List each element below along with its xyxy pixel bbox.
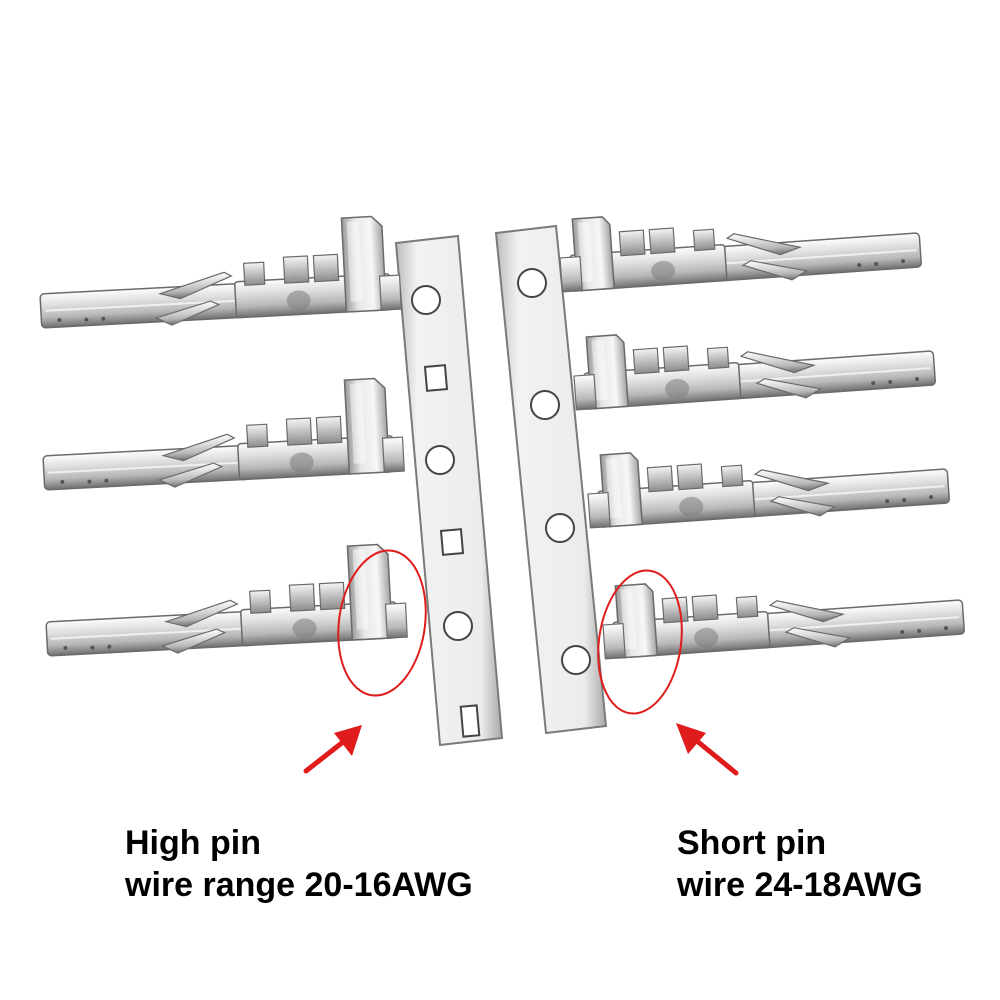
right-carrier-strip [494,224,608,735]
right-pin-3 [584,429,951,533]
red-arrow-icon [676,723,739,776]
left-carrier-strip [394,234,504,747]
right-pin-2 [570,311,937,415]
left-pin-1 [35,214,403,333]
short-pin-wire-range: wire 24-18AWG [677,866,923,904]
red-arrow-icon [303,725,362,774]
high-pin-title: High pin [125,824,261,862]
red-ellipse-icon [597,569,683,715]
red-ellipse-icon [337,549,427,697]
left-pin-3 [41,542,409,661]
short-pin-title: Short pin [677,824,827,862]
left-pin-2 [38,376,406,495]
high-pin-caption: High pin wire range 20-16AWG [125,822,473,906]
right-pin-4 [599,560,966,664]
right-pin-1 [556,193,923,297]
high-pin-wire-range: wire range 20-16AWG [125,866,473,904]
short-pin-caption: Short pin wire 24-18AWG [677,822,923,906]
